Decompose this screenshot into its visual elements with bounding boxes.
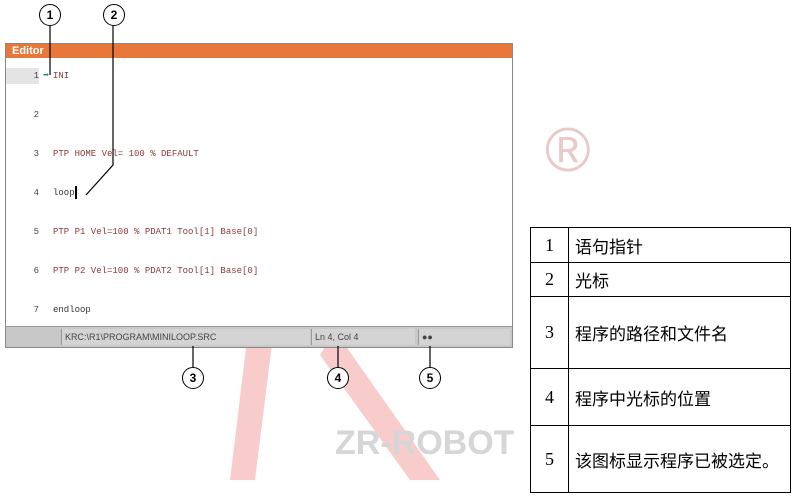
- code-line[interactable]: 1➡INI: [6, 68, 69, 84]
- watermark-brand: ZR-ROBOT: [335, 424, 515, 462]
- status-bar: KRC:\R1\PROGRAM\MINILOOP.SRC Ln 4, Col 4…: [6, 326, 512, 347]
- callout-4: 4: [327, 367, 349, 389]
- program-selected-icon: ●●: [418, 329, 510, 345]
- cursor-position: Ln 4, Col 4: [311, 329, 415, 345]
- editor-title: Editor: [6, 44, 512, 58]
- callout-3: 3: [182, 367, 204, 389]
- statement-pointer-icon: ➡: [42, 71, 50, 82]
- code-line[interactable]: 2: [33, 110, 39, 120]
- file-path: KRC:\R1\PROGRAM\MINILOOP.SRC: [61, 329, 310, 345]
- callout-2: 2: [103, 4, 125, 26]
- text-cursor: [74, 186, 77, 200]
- callout-1: 1: [39, 4, 61, 26]
- registered-mark: ®: [545, 116, 591, 185]
- callout-5: 5: [419, 367, 441, 389]
